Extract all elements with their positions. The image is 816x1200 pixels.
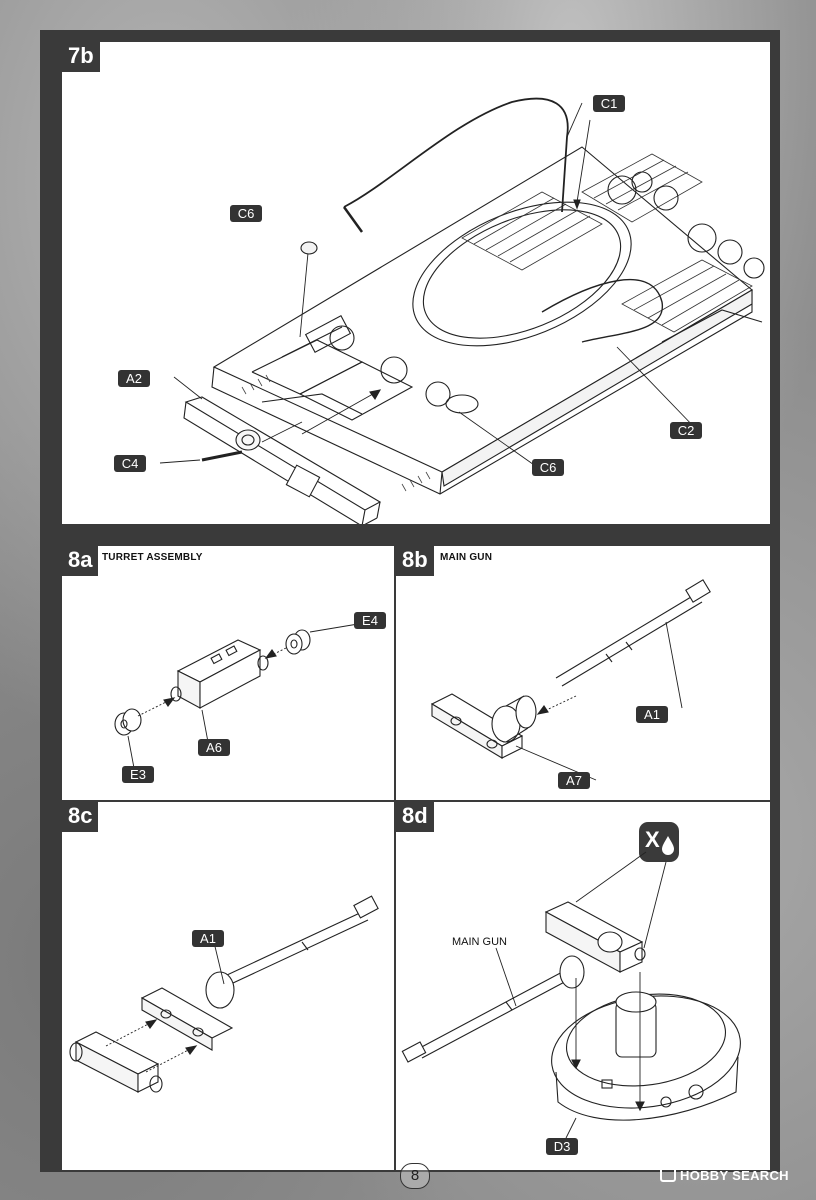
step-8c-panel: 8c A1 bbox=[62, 802, 394, 1170]
main-gun-drawing bbox=[430, 579, 711, 781]
part-label-e4: E4 bbox=[354, 612, 386, 629]
turret-mount-drawing bbox=[401, 851, 741, 1139]
part-label-a2: A2 bbox=[118, 370, 150, 387]
no-glue-icon: X bbox=[639, 822, 679, 862]
part-label-e3: E3 bbox=[122, 766, 154, 783]
glue-drop-icon bbox=[662, 836, 674, 855]
step-8c-number: 8c bbox=[62, 802, 99, 832]
hull-deck-drawing bbox=[159, 97, 765, 524]
step-8b-title: MAIN GUN bbox=[440, 552, 493, 563]
part-label-c1: C1 bbox=[593, 95, 625, 112]
hobby-search-watermark: HOBBY SEARCH bbox=[660, 1166, 789, 1183]
step-8b-panel: 8b MAIN GUN A1 A7 bbox=[396, 546, 770, 800]
main-gun-label: MAIN GUN bbox=[452, 936, 507, 948]
turret-assembly-drawing bbox=[114, 623, 359, 769]
no-glue-symbol: X bbox=[645, 827, 660, 852]
part-label-a1: A1 bbox=[636, 706, 668, 723]
part-label-a6: A6 bbox=[198, 739, 230, 756]
step-8d-panel: 8d X MAIN GUN bbox=[396, 802, 770, 1170]
part-label-a1-8c: A1 bbox=[192, 930, 224, 947]
part-label-c2: C2 bbox=[670, 422, 702, 439]
step-8a-number: 8a bbox=[62, 546, 99, 576]
page-number: 8 bbox=[400, 1163, 430, 1189]
part-label-c6-bottom: C6 bbox=[532, 459, 564, 476]
step-8a-panel: 8a TURRET ASSEMBLY bbox=[62, 546, 394, 800]
hobby-search-logo-icon bbox=[660, 1166, 676, 1182]
gun-mantlet-drawing bbox=[69, 895, 379, 1093]
part-label-c4: C4 bbox=[114, 455, 146, 472]
step-7b-panel: 7b bbox=[62, 42, 770, 524]
step-8d-number: 8d bbox=[396, 802, 434, 832]
part-label-c6-top: C6 bbox=[230, 205, 262, 222]
brand-label: HOBBY SEARCH bbox=[680, 1168, 789, 1183]
step-8b-number: 8b bbox=[396, 546, 434, 576]
step-7b-number: 7b bbox=[62, 42, 100, 72]
step-8a-title: TURRET ASSEMBLY bbox=[102, 552, 203, 563]
part-label-d3: D3 bbox=[546, 1138, 578, 1155]
instruction-sheet: 7b bbox=[40, 30, 780, 1172]
part-label-a7: A7 bbox=[558, 772, 590, 789]
